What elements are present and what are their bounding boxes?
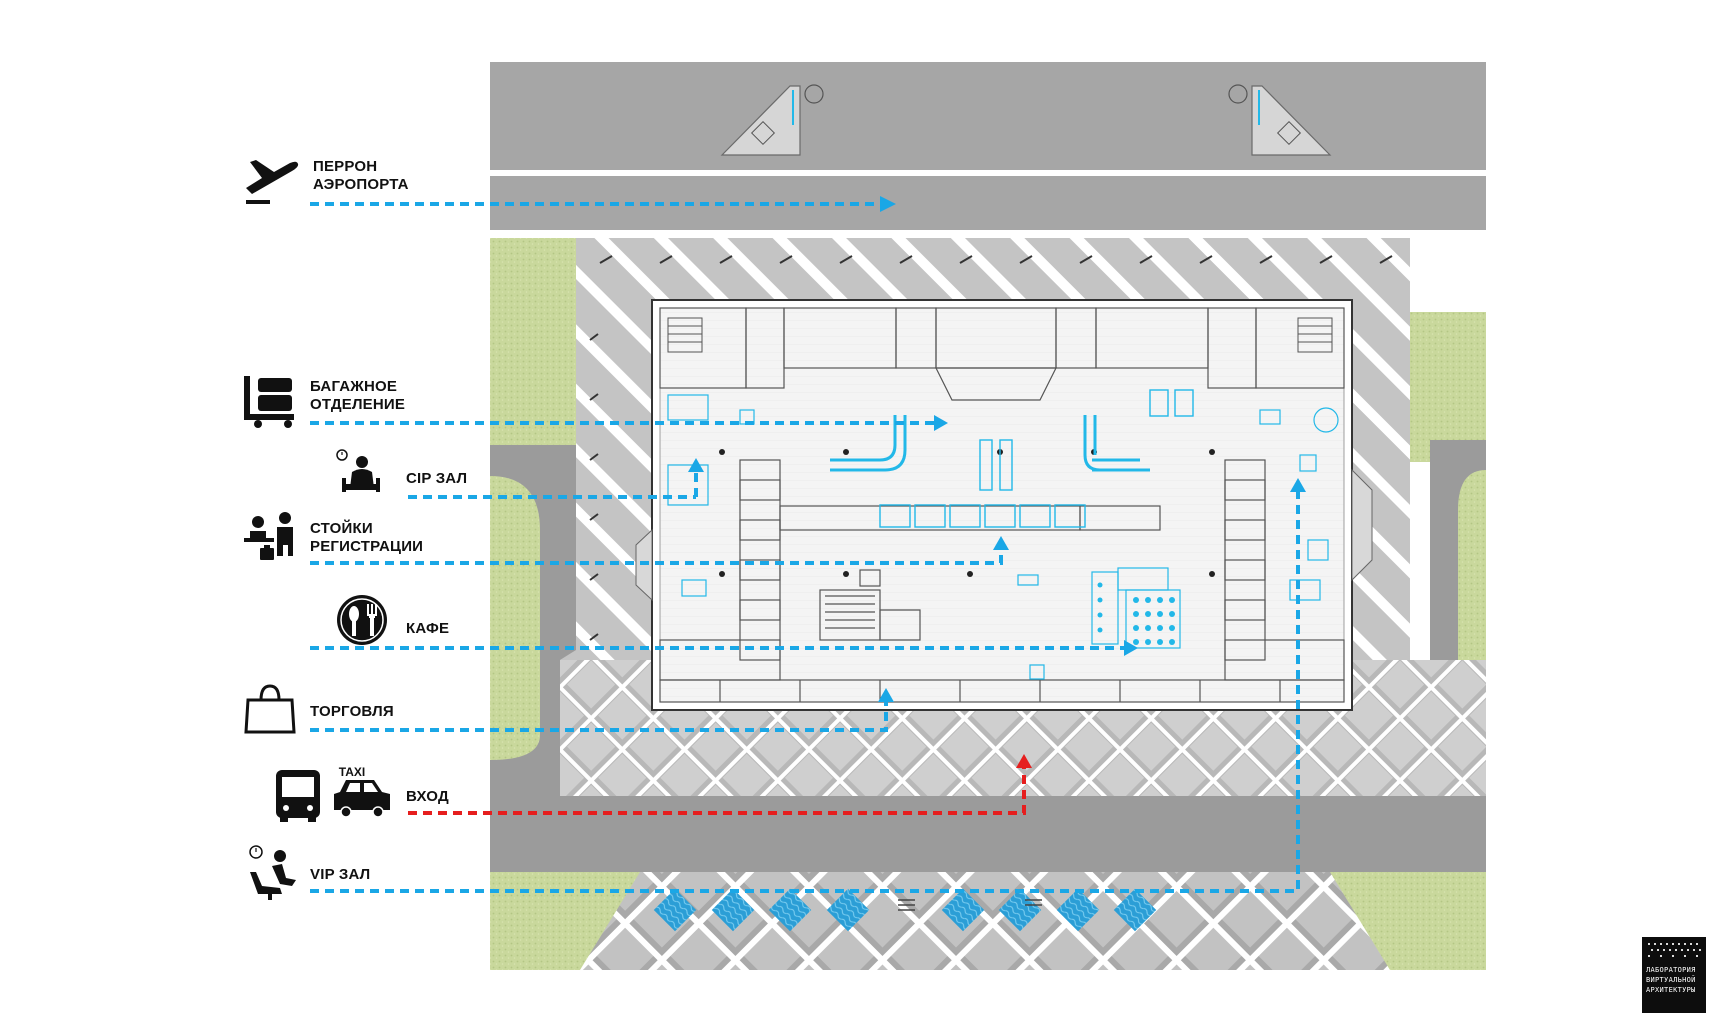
legend-checkin-line-1: СТОЙКИ	[310, 520, 373, 537]
check-in-desk-icon	[244, 512, 293, 560]
legend-label-cafe: КАФЕ	[406, 620, 449, 638]
bus-taxi-icon	[276, 770, 390, 822]
legend-label-vip: VIP ЗАЛ	[310, 866, 370, 884]
baggage-carousels	[830, 415, 1150, 472]
front-plaza	[580, 872, 1390, 970]
legend-label-retail: ТОРГОВЛЯ	[310, 703, 394, 721]
legend-vip-line-1: VIP ЗАЛ	[310, 866, 371, 883]
lab-logo: ЛАБОРАТОРИЯ ВИРТУАЛЬНОЙ АРХИТЕКТУРЫ	[1642, 937, 1706, 1013]
legend-apron-line-1: ПЕРРОН	[313, 158, 378, 175]
logo-line-1: ЛАБОРАТОРИЯ	[1646, 966, 1696, 974]
lounge-furniture	[667, 394, 1339, 680]
airport-apron	[490, 62, 1486, 238]
parking-marks	[589, 255, 1393, 641]
taxi-sign-text: TAXI	[339, 765, 365, 779]
legend-retail-line-1: ТОРГОВЛЯ	[310, 703, 394, 720]
legend-baggage-line-1: БАГАЖНОЕ	[310, 378, 398, 395]
airplane-departure-icon	[246, 160, 299, 204]
legend-cip-line-1: CIP ЗАЛ	[406, 470, 468, 487]
waiting-person-icon	[336, 449, 380, 492]
legend-label-baggage: БАГАЖНОЕ ОТДЕЛЕНИЕ	[310, 378, 405, 414]
legend-checkin-line-2: РЕГИСТРАЦИИ	[310, 538, 424, 555]
legend-baggage-line-2: ОТДЕЛЕНИЕ	[310, 396, 406, 413]
legend-label-entrance: ВХОД	[406, 788, 449, 806]
armchair-person-icon	[249, 845, 296, 900]
legend-label-checkin: СТОЙКИ РЕГИСТРАЦИИ	[310, 520, 423, 556]
logo-line-3: АРХИТЕКТУРЫ	[1646, 986, 1696, 994]
baggage-cart-icon	[244, 376, 294, 428]
terminal-building	[635, 299, 1373, 711]
legend-apron-line-2: АЭРОПОРТА	[313, 176, 409, 193]
legend-entrance-line-1: ВХОД	[406, 788, 449, 805]
legend-label-cip: CIP ЗАЛ	[406, 470, 467, 488]
cutlery-icon	[337, 595, 387, 645]
legend-label-apron: ПЕРРОН АЭРОПОРТА	[313, 158, 409, 194]
shopping-bag-icon	[244, 684, 296, 734]
logo-line-2: ВИРТУАЛЬНОЙ	[1646, 975, 1696, 984]
check-in-desks	[879, 389, 1194, 528]
route-arrowheads	[688, 196, 1306, 768]
legend-cafe-line-1: КАФЕ	[406, 620, 450, 637]
route-lines	[310, 202, 1300, 893]
